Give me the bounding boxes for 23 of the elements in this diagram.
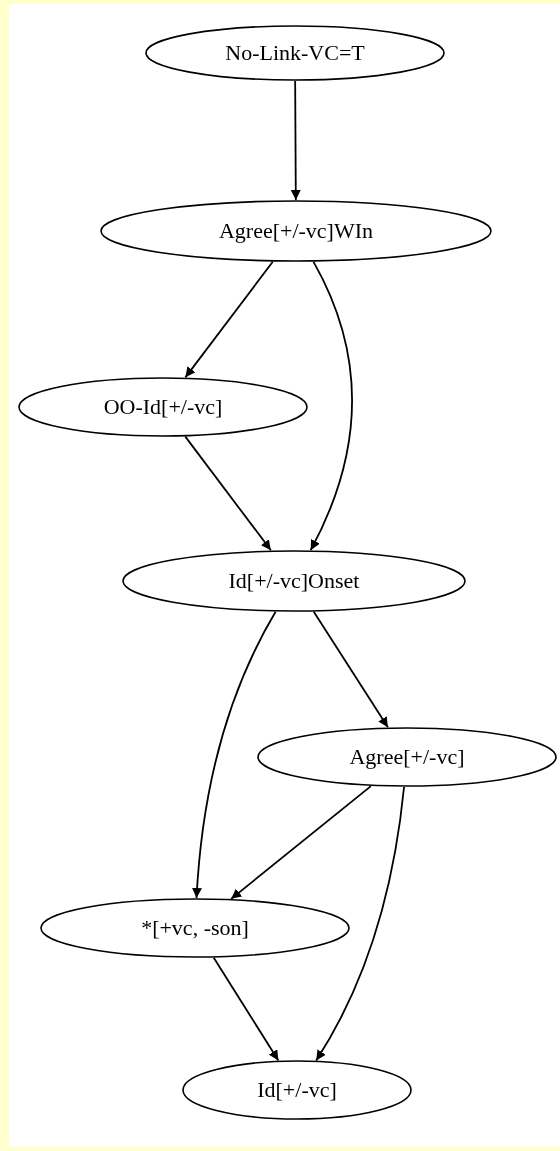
arrow (192, 610, 277, 899)
arrow (312, 610, 389, 729)
ellipse-node (100, 200, 492, 262)
ellipse-node (257, 727, 557, 787)
arrow (309, 261, 353, 552)
ellipse-node (182, 1060, 412, 1120)
node-label: Id[+/-vc]Onset (228, 568, 360, 594)
arrow (212, 956, 280, 1062)
node-label: *[+vc, -son] (141, 915, 249, 941)
arrow (184, 260, 274, 379)
arrow (315, 786, 405, 1062)
node-label: Agree[+/-vc]WIn (218, 218, 374, 244)
arrow (184, 435, 272, 552)
arrow (290, 80, 301, 201)
node-label: No-Link-VC=T (225, 40, 365, 66)
ellipse-node (40, 898, 350, 958)
node-label: Id[+/-vc] (257, 1077, 337, 1103)
ellipse-node (122, 550, 466, 612)
node-label: Agree[+/-vc] (349, 744, 465, 770)
arrow (230, 785, 372, 900)
node-label: OO-Id[+/-vc] (103, 394, 223, 420)
ellipse-node (18, 377, 308, 437)
ellipse-node (145, 25, 445, 81)
